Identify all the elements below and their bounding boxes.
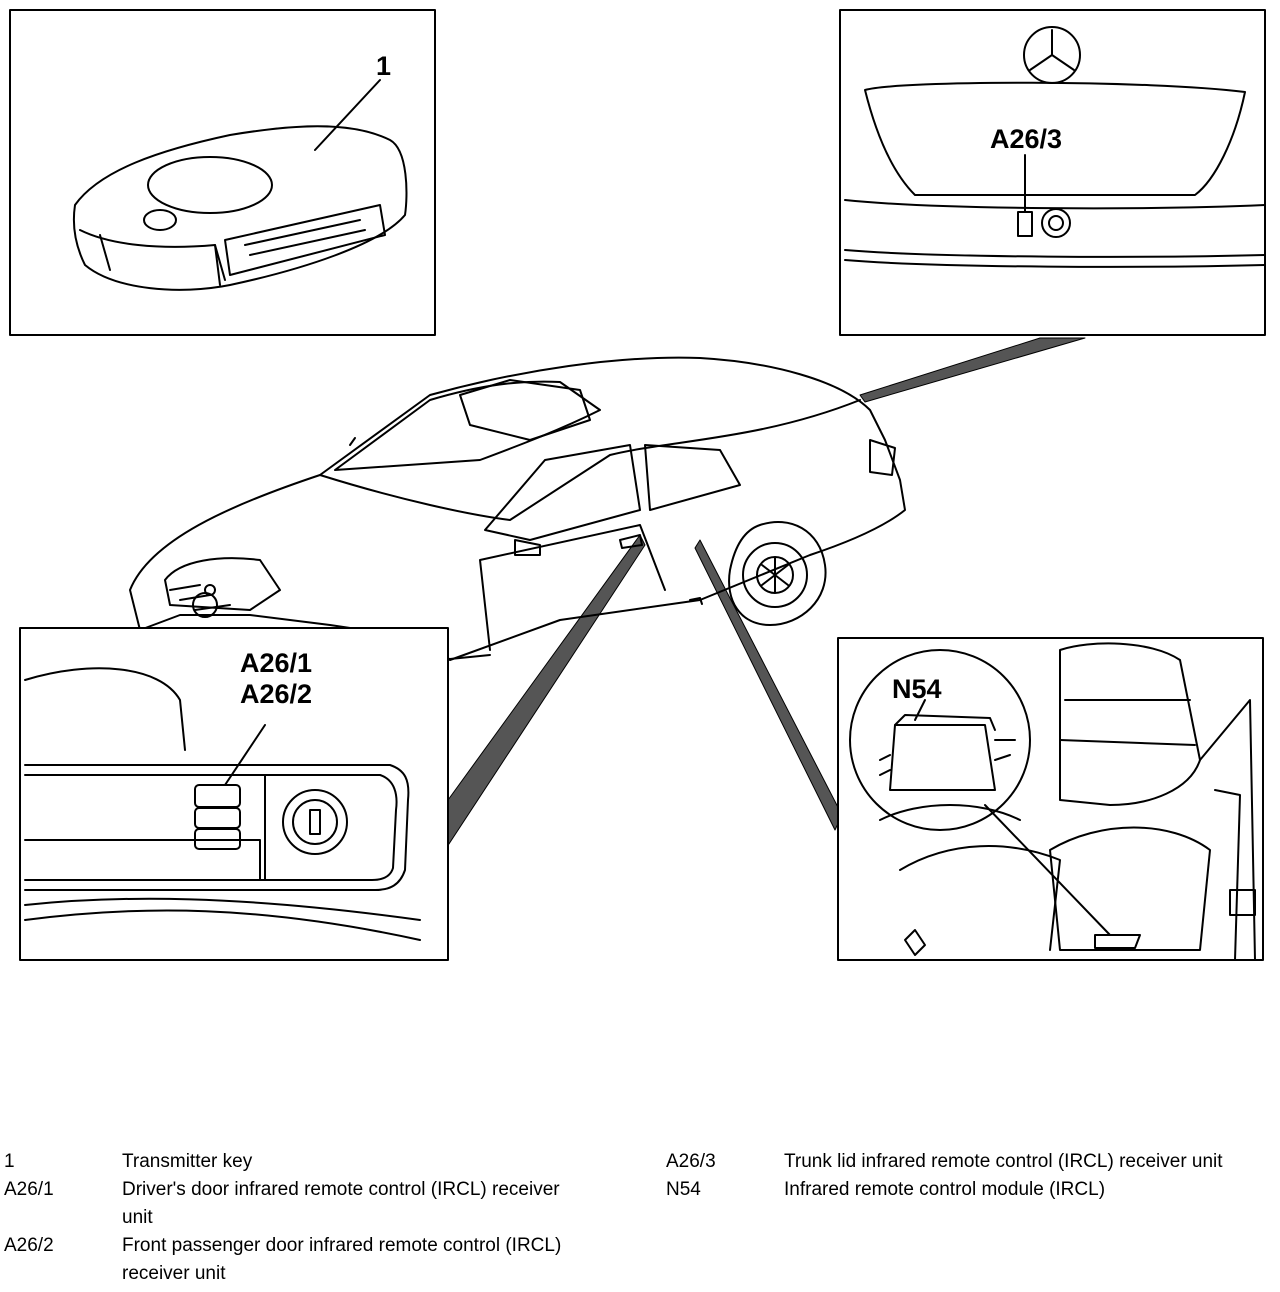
legend-description: Driver's door infrared remote control (I… xyxy=(122,1179,560,1228)
callout-transmitter-key: 1 xyxy=(376,51,391,81)
legend-row: A26/3 Trunk lid infrared remote control … xyxy=(666,1148,1264,1176)
inset-door-handle xyxy=(19,627,449,961)
legend-description: Infrared remote control module (IRCL) xyxy=(784,1179,1106,1200)
legend-description: Front passenger door infrared remote con… xyxy=(122,1235,562,1284)
callout-trunk-receiver: A26/3 xyxy=(990,124,1062,154)
legend-row: N54 Infrared remote control module (IRCL… xyxy=(666,1176,1264,1204)
locator-diagram: 1 A26/3 A26/1 A26/2 N54 xyxy=(9,9,1266,961)
legend-code: 1 xyxy=(4,1151,15,1172)
inset-transmitter-key xyxy=(9,9,436,336)
legend-row: A26/2 Front passenger door infrared remo… xyxy=(4,1232,582,1288)
callout-passenger-door-receiver: A26/2 xyxy=(240,679,312,709)
legend-code: N54 xyxy=(666,1179,701,1200)
callout-driver-door-receiver: A26/1 xyxy=(240,648,312,678)
inset-trunk-lid xyxy=(839,9,1266,336)
inset-interior-module xyxy=(837,637,1264,961)
legend-code: A26/1 xyxy=(4,1179,54,1200)
legend-row: 1 Transmitter key xyxy=(4,1148,582,1176)
legend-row: A26/1 Driver's door infrared remote cont… xyxy=(4,1176,582,1232)
car-illustration xyxy=(129,356,906,661)
legend-description: Transmitter key xyxy=(122,1151,253,1172)
legend-code: A26/3 xyxy=(666,1151,716,1172)
legend-left: 1 Transmitter key A26/1 Driver's door in… xyxy=(4,1148,582,1288)
legend-right: A26/3 Trunk lid infrared remote control … xyxy=(666,1148,1264,1204)
legend-description: Trunk lid infrared remote control (IRCL)… xyxy=(784,1151,1223,1172)
callout-module: N54 xyxy=(892,674,942,704)
legend-code: A26/2 xyxy=(4,1235,54,1256)
